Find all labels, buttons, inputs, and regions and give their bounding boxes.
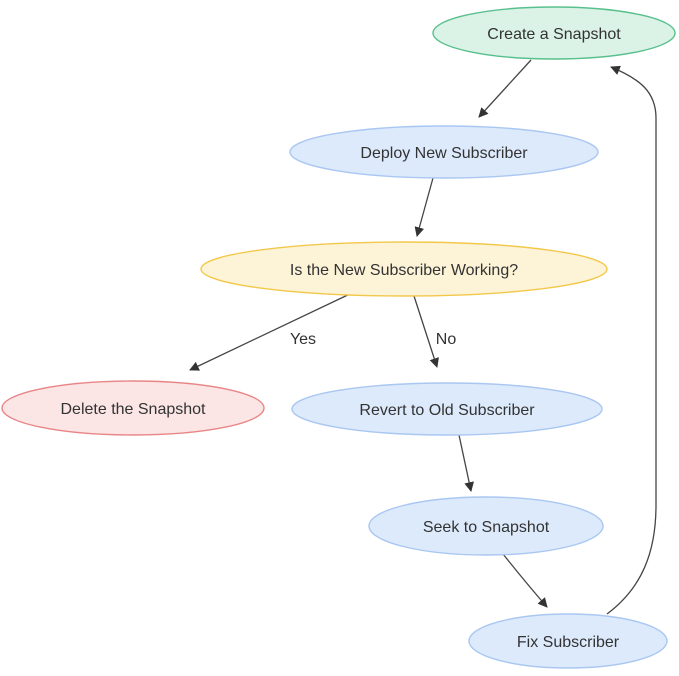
node-is-the-new-subscriber-working: Is the New Subscriber Working?: [200, 241, 608, 297]
edge-revert-to-seek: [458, 434, 474, 492]
edge-question-to-delete: [189, 291, 355, 371]
node-fix-subscriber: Fix Subscriber: [468, 613, 668, 669]
node-revert-to-old-subscriber-label: Revert to Old Subscriber: [359, 402, 535, 419]
edge-deploy-to-question: [414, 177, 434, 237]
node-deploy-new-subscriber-shape: [289, 125, 599, 179]
edge-question-to-revert: [413, 295, 439, 368]
node-deploy-new-subscriber-label: Deploy New Subscriber: [360, 145, 528, 162]
node-is-the-new-subscriber-working-label: Is the New Subscriber Working?: [290, 262, 518, 279]
edge-label-yes: Yes: [290, 331, 316, 348]
node-is-the-new-subscriber-working-shape: [200, 241, 608, 297]
node-create-a-snapshot-label: Create a Snapshot: [487, 26, 621, 43]
edge-seek-to-fix: [502, 553, 548, 608]
node-delete-the-snapshot-shape: [1, 380, 265, 436]
node-seek-to-snapshot-label: Seek to Snapshot: [423, 519, 550, 536]
edge-label-no: No: [436, 331, 457, 348]
node-seek-to-snapshot-shape: [368, 496, 604, 556]
node-delete-the-snapshot: Delete the Snapshot: [1, 380, 265, 436]
node-create-a-snapshot: Create a Snapshot: [432, 6, 676, 60]
edge-create-to-deploy: [478, 59, 532, 118]
node-revert-to-old-subscriber-shape: [291, 382, 603, 436]
node-seek-to-snapshot: Seek to Snapshot: [368, 496, 604, 556]
node-deploy-new-subscriber: Deploy New Subscriber: [289, 125, 599, 179]
edge-fix-to-create: [606, 65, 657, 615]
node-fix-subscriber-shape: [468, 613, 668, 669]
node-create-a-snapshot-shape: [432, 6, 676, 60]
node-delete-the-snapshot-label: Delete the Snapshot: [61, 401, 207, 418]
node-revert-to-old-subscriber: Revert to Old Subscriber: [291, 382, 603, 436]
node-fix-subscriber-label: Fix Subscriber: [517, 634, 620, 651]
